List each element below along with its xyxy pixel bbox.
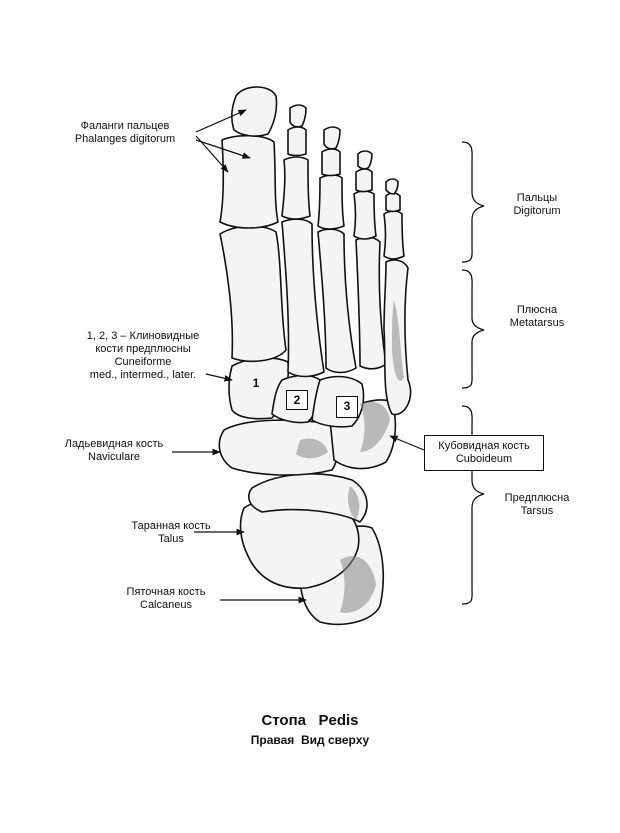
metatarsal-4 — [355, 236, 387, 370]
hallux-distal — [231, 86, 278, 137]
cuneiform-number-3: 3 — [336, 396, 358, 418]
label-calcaneus: Пяточная кость Calcaneus — [126, 586, 206, 611]
label-cuboideum: Кубовидная кость Cuboideum — [424, 435, 544, 471]
label-phalanges: Фаланги пальцев Phalanges digitorum — [74, 120, 176, 145]
hallux-proximal — [219, 134, 279, 229]
label-naviculare: Ладьевидная кость Naviculare — [64, 438, 164, 463]
bone-shading — [296, 300, 404, 613]
leader-lines — [172, 109, 425, 604]
toe-4-middle — [355, 168, 373, 193]
label-cuneiforme: 1, 2, 3 – Клиновидные кости предплюсны C… — [86, 330, 200, 381]
toe-3-distal — [323, 126, 341, 150]
figure-title: Стопа Pedis — [261, 712, 359, 729]
toe-3-middle — [321, 148, 341, 177]
toe-4-proximal — [353, 190, 377, 240]
toe-5-middle — [385, 192, 401, 213]
label-tarsus: Предплюсна Tarsus — [504, 492, 570, 517]
label-metatarsus: Плюсна Metatarsus — [509, 304, 565, 329]
toe-4-distal — [357, 150, 373, 170]
toe-2-distal — [289, 104, 307, 128]
toe-2-middle — [287, 126, 307, 157]
region-braces — [461, 141, 485, 605]
cuneiform-number-1: 1 — [252, 376, 260, 390]
metatarsal-2 — [281, 218, 325, 378]
figure-subtitle: Правая Вид сверху — [250, 733, 370, 747]
cuneiform-number-2: 2 — [286, 390, 308, 410]
brace-digitorum — [461, 141, 485, 263]
metatarsal-3 — [317, 228, 357, 374]
label-digitorum: Пальцы Digitorum — [513, 192, 561, 217]
brace-metatarsus — [461, 269, 485, 389]
metatarsal-1 — [219, 225, 287, 363]
brace-tarsus — [461, 405, 485, 605]
toe-5-distal — [385, 178, 399, 195]
bones — [218, 86, 412, 626]
toe-5-proximal — [383, 210, 405, 260]
toe-3-proximal — [317, 174, 345, 230]
label-talus: Таранная кость Talus — [131, 520, 211, 545]
toe-2-proximal — [281, 156, 311, 220]
